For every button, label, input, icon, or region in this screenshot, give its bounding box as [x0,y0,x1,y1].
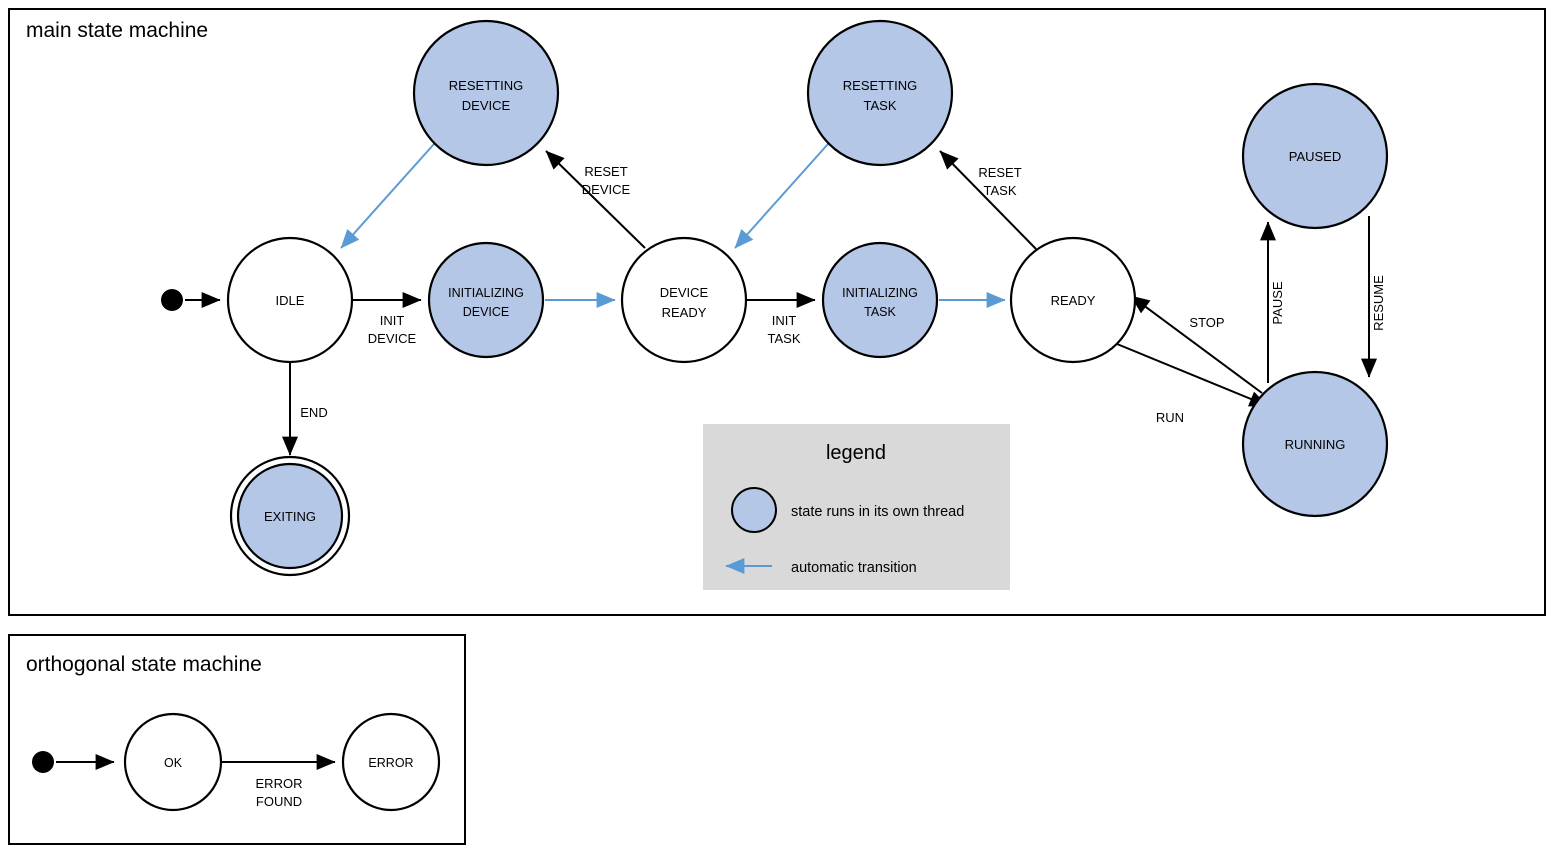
edge-label-run: RUN [1156,410,1184,425]
state-node-paused[interactable] [1241,82,1389,230]
edge-ready-to-running [1116,343,1269,407]
orthogonal-initial-state-marker [32,751,54,773]
edge-resetting-task-to-device-ready [734,143,829,249]
state-label-resetting-device-line2: DEVICE [462,98,511,113]
edge-label-init-task-line2: TASK [768,331,801,346]
state-node-initializing-device[interactable] [427,241,545,359]
state-label-ok: OK [164,756,183,770]
edge-label-pause: PAUSE [1270,281,1285,324]
state-label-idle: IDLE [276,293,305,308]
edge-label-init-task-line1: INIT [772,313,797,328]
edge-label-error-found-line1: ERROR [256,776,303,791]
edge-label-reset-task-line2: TASK [984,183,1017,198]
state-label-initializing-device-line2: DEVICE [463,305,510,319]
edge-label-init-device-line1: INIT [380,313,405,328]
edge-label-resume: RESUME [1371,275,1386,331]
orthogonal-state-machine-frame [8,634,466,845]
initial-state-marker [161,289,183,311]
state-label-resetting-task-line1: RESETTING [843,78,917,93]
state-label-initializing-device-line1: INITIALIZING [448,286,524,300]
legend-title: legend [826,442,886,464]
legend-thread-state-icon [731,487,777,533]
state-node-running[interactable] [1241,370,1389,518]
state-node-initializing-task[interactable] [821,241,939,359]
state-node-resetting-device[interactable] [412,19,560,167]
main-state-machine-frame [8,8,1546,616]
state-label-exiting: EXITING [264,509,316,524]
legend-item-auto-transition-label: automatic transition [791,560,917,576]
edge-label-reset-task-line1: RESET [978,165,1021,180]
edge-label-error-found-line2: FOUND [256,794,302,809]
main-state-machine-title: main state machine [26,19,208,42]
state-label-initializing-task-line1: INITIALIZING [842,286,918,300]
state-node-idle[interactable] [226,236,354,364]
edge-label-end: END [300,405,327,420]
state-label-paused: PAUSED [1289,149,1342,164]
edge-label-stop: STOP [1189,315,1224,330]
state-node-device-ready[interactable] [620,236,748,364]
state-label-error: ERROR [368,756,413,770]
state-node-resetting-task[interactable] [806,19,954,167]
state-label-device-ready-line2: READY [662,305,707,320]
state-node-exiting[interactable] [236,462,344,570]
state-node-ok[interactable] [123,712,223,812]
edge-label-reset-device-line2: DEVICE [582,182,631,197]
edge-label-init-device-line2: DEVICE [368,331,417,346]
state-node-error[interactable] [341,712,441,812]
state-label-resetting-task-line2: TASK [864,98,897,113]
state-node-ready[interactable] [1009,236,1137,364]
edge-running-to-ready [1130,295,1263,394]
state-label-device-ready-line1: DEVICE [660,285,709,300]
edge-resetting-device-to-idle [340,143,435,249]
state-label-resetting-device-line1: RESETTING [449,78,523,93]
state-label-ready: READY [1051,293,1096,308]
state-label-running: RUNNING [1285,437,1346,452]
edge-label-reset-device-line1: RESET [584,164,627,179]
state-label-initializing-task-line2: TASK [864,305,896,319]
orthogonal-state-machine-title: orthogonal state machine [26,653,262,676]
legend-item-thread-state-label: state runs in its own thread [791,504,964,520]
edge-device-ready-to-resetting-device [545,150,646,249]
edge-ready-to-resetting-task [939,150,1037,250]
